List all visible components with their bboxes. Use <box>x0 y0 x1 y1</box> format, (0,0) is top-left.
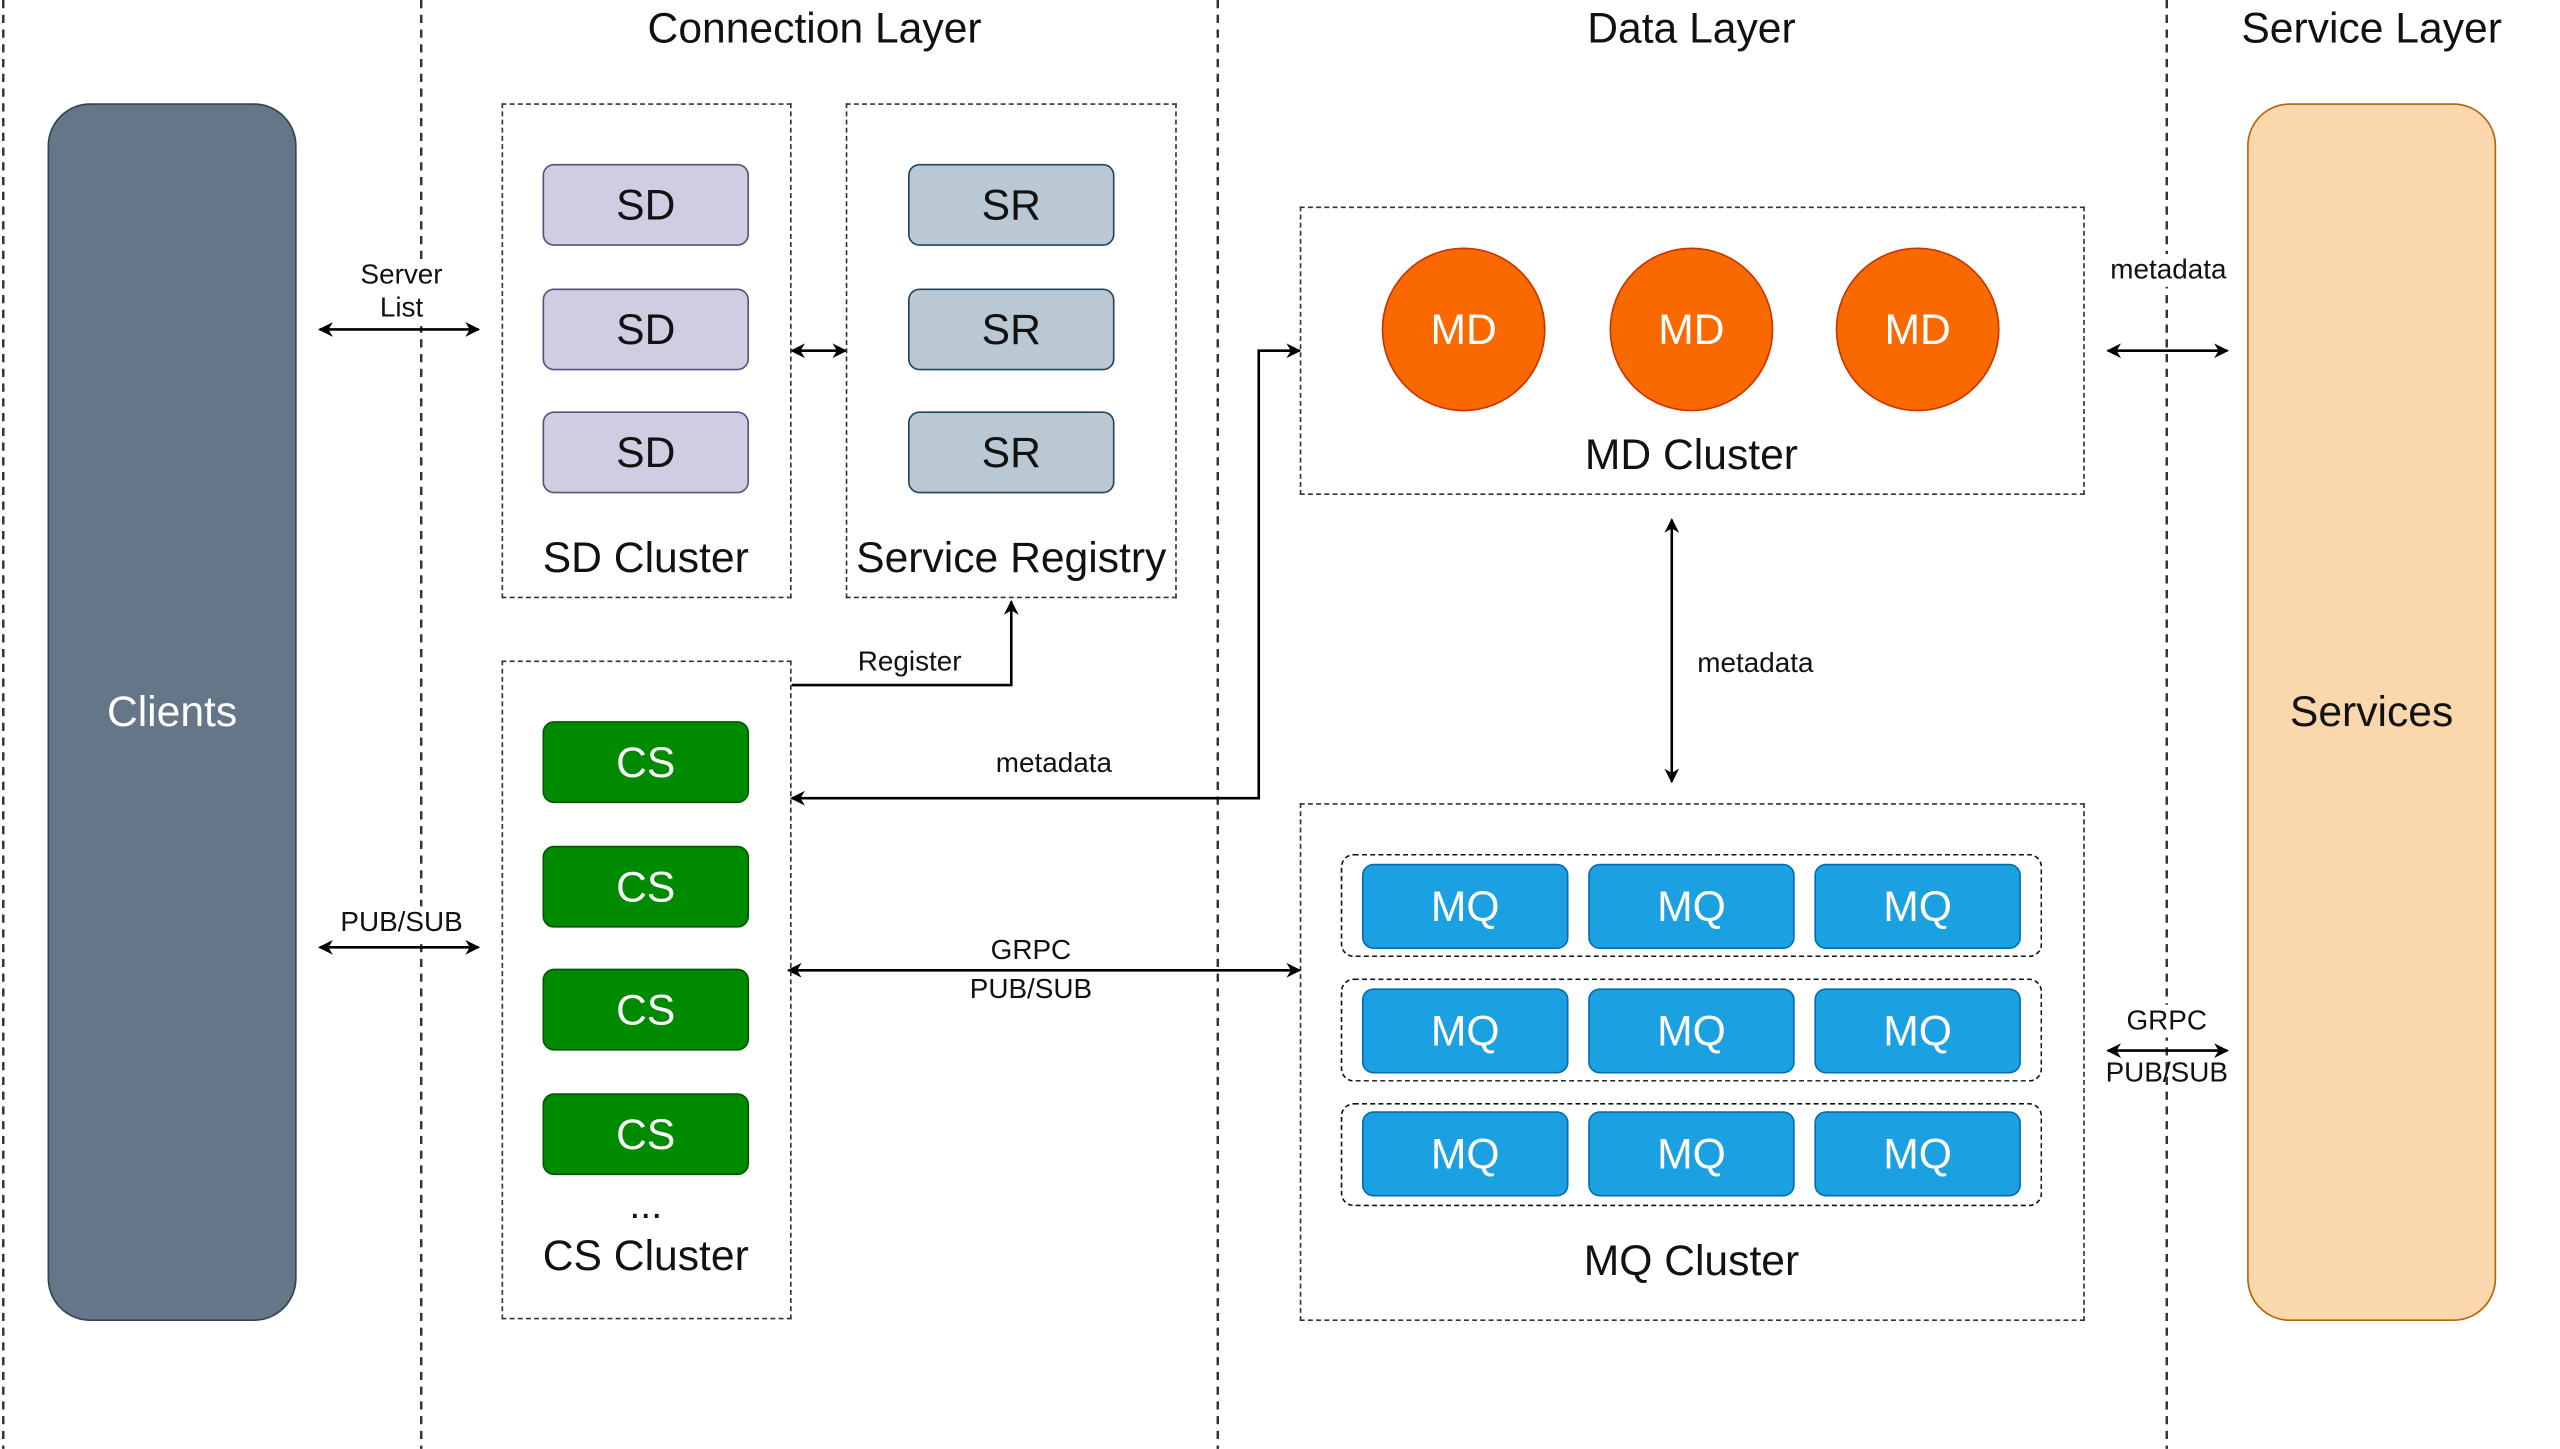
connection-layer-title: Connection Layer <box>647 3 982 53</box>
mq-node[interactable]: MQ <box>1362 1111 1569 1197</box>
mq-node[interactable]: MQ <box>1814 988 2021 1074</box>
mq-services-label-line2: PUB/SUB <box>2105 1057 2228 1089</box>
md-node[interactable]: MD <box>1381 247 1546 412</box>
sd-node[interactable]: SD <box>542 411 750 494</box>
sr-node[interactable]: SR <box>908 163 1115 246</box>
cs-md-metadata-arrow <box>790 343 1302 806</box>
md-services-metadata-label: metadata <box>2110 254 2227 288</box>
server-list-label: Server List <box>360 258 443 326</box>
services-block[interactable]: Services <box>2247 103 2497 1322</box>
md-node[interactable]: MD <box>1609 247 1774 412</box>
cs-cluster <box>501 660 792 1320</box>
clients-label: Clients <box>106 686 238 736</box>
mq-cluster-caption: MQ Cluster <box>1583 1235 1800 1285</box>
mq-services-label: GRPC PUB/SUB <box>2105 1004 2228 1092</box>
clients-block[interactable]: Clients <box>47 103 297 1322</box>
mq-node[interactable]: MQ <box>1814 863 2021 949</box>
mq-node[interactable]: MQ <box>1588 863 1795 949</box>
cs-node[interactable]: CS <box>542 1093 750 1176</box>
service-registry <box>845 103 1177 599</box>
sd-node[interactable]: SD <box>542 288 750 371</box>
cs-mq-label: GRPC PUB/SUB <box>970 934 1092 1007</box>
mq-node[interactable]: MQ <box>1588 1111 1795 1197</box>
md-cluster-caption: MD Cluster <box>1584 429 1798 479</box>
cs-node[interactable]: CS <box>542 721 750 804</box>
service-layer-title: Service Layer <box>2241 3 2502 53</box>
sd-cluster-caption: SD Cluster <box>542 532 749 582</box>
md-node[interactable]: MD <box>1835 247 2000 412</box>
md-cluster <box>1299 206 2085 495</box>
services-label: Services <box>2289 686 2454 736</box>
sr-node[interactable]: SR <box>908 411 1115 494</box>
cs-mq-label-line1: GRPC <box>990 934 1072 966</box>
data-layer-title: Data Layer <box>1587 3 1796 53</box>
server-list-label-line2: List <box>379 292 424 324</box>
sd-node[interactable]: SD <box>542 163 750 246</box>
mq-row-group <box>1340 853 2043 958</box>
sr-node[interactable]: SR <box>908 288 1115 371</box>
register-label: Register <box>857 645 962 680</box>
server-list-label-line1: Server <box>360 258 443 291</box>
mq-node[interactable]: MQ <box>1814 1111 2021 1197</box>
mq-node[interactable]: MQ <box>1362 863 1569 949</box>
cs-cluster-caption: CS Cluster <box>542 1230 749 1281</box>
cs-node[interactable]: CS <box>542 845 750 928</box>
pubsub-clients-label: PUB/SUB <box>340 906 463 940</box>
cs-node[interactable]: CS <box>542 968 750 1051</box>
cs-cluster-ellipsis: ... <box>629 1183 663 1228</box>
mq-row-group <box>1340 1103 2043 1207</box>
mq-services-label-line1: GRPC <box>2105 1004 2228 1039</box>
sd-cluster <box>501 103 792 599</box>
mq-node[interactable]: MQ <box>1588 988 1795 1074</box>
mq-row-group <box>1340 978 2043 1082</box>
mq-node[interactable]: MQ <box>1362 988 1569 1074</box>
cs-mq-label-line2: PUB/SUB <box>969 974 1093 1006</box>
cs-metadata-label: metadata <box>995 747 1112 781</box>
md-mq-metadata-label: metadata <box>1697 647 1814 681</box>
service-registry-caption: Service Registry <box>856 532 1167 582</box>
mq-cluster <box>1299 803 2085 1322</box>
